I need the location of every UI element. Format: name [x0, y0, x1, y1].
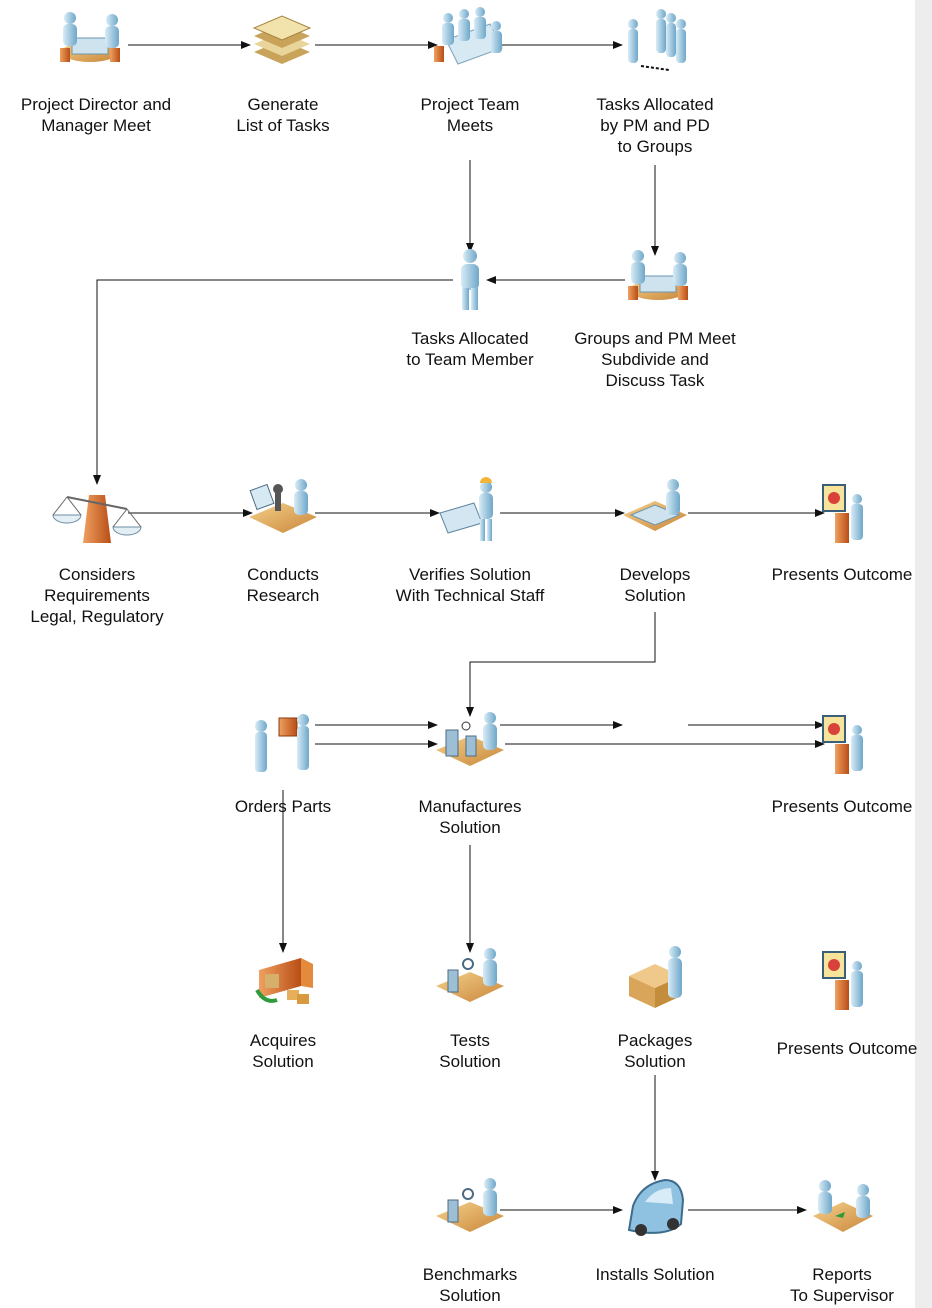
node-label: Reports To Supervisor: [790, 1265, 894, 1305]
delivery-truck-icon: [255, 958, 313, 1004]
benchmark-icon: [436, 1178, 504, 1232]
node-label: Tasks Allocated to Team Member: [406, 329, 534, 369]
meeting-icon: [628, 250, 688, 300]
node-label: Generate List of Tasks: [236, 95, 330, 135]
team-meeting-icon: [434, 7, 503, 65]
microscope-research-icon: [249, 479, 317, 533]
packaging-icon: [629, 946, 682, 1008]
node-label: Tasks Allocated by PM and PD to Groups: [596, 95, 714, 156]
right-margin-bar: [915, 0, 932, 1308]
node-label: Acquires Solution: [249, 1031, 317, 1071]
presenter-icon: [822, 715, 863, 774]
node-label: Verifies Solution With Technical Staff: [395, 565, 545, 605]
node-label: Presents Outcome: [771, 797, 913, 816]
node-label: Orders Parts: [234, 797, 332, 816]
testing-icon: [436, 948, 504, 1002]
node-label: Benchmarks Solution: [422, 1265, 518, 1305]
node-label: Project Director and Manager Meet: [20, 95, 172, 135]
technician-blueprint-icon: [439, 477, 493, 541]
node-label: Project Team Meets: [420, 95, 520, 135]
order-parts-icon: [255, 714, 309, 772]
meeting-icon: [60, 12, 120, 62]
node-label: Conducts Research: [246, 565, 320, 605]
node-label: Presents Outcome: [771, 565, 913, 584]
manufacturing-icon: [436, 712, 504, 766]
report-meeting-icon: [813, 1180, 873, 1232]
node-label: Develops Solution: [619, 565, 691, 605]
presenter-icon: [822, 951, 863, 1010]
documents-stack-icon: [252, 15, 312, 64]
connectors: [93, 41, 825, 1214]
connector: [466, 612, 656, 717]
designer-desk-icon: [623, 479, 687, 531]
scales-icon: [52, 495, 142, 543]
presenter-icon: [822, 484, 863, 543]
node-label: Installs Solution: [595, 1265, 715, 1284]
node-label: Tests Solution: [439, 1031, 501, 1071]
node-label: Presents Outcome: [776, 1039, 918, 1058]
groups-icon: [628, 9, 686, 71]
node-label: Groups and PM Meet Subdivide and Discuss…: [574, 329, 736, 390]
node-label: Considers Requirements Legal, Regulatory: [30, 565, 164, 626]
node-label: Manufactures Solution: [418, 797, 522, 837]
node-label: Packages Solution: [617, 1031, 693, 1071]
connector: [93, 279, 453, 485]
team-member-icon: [461, 249, 479, 310]
car-icon: [627, 1178, 685, 1236]
